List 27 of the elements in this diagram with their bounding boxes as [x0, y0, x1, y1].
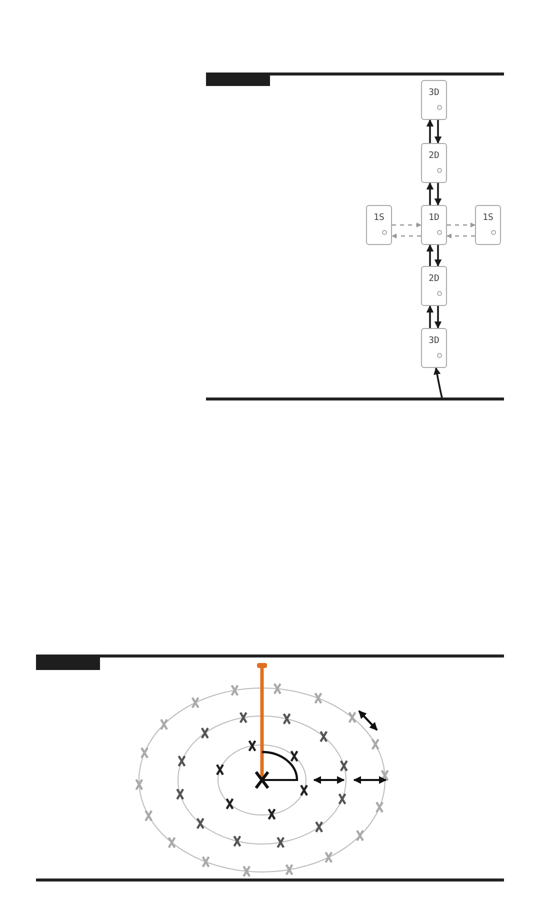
device-card	[421, 143, 447, 183]
device-card	[421, 80, 447, 120]
device-label: 3D	[428, 336, 440, 346]
device-card	[421, 266, 447, 306]
arrow	[434, 120, 442, 144]
arrow	[391, 233, 421, 239]
device-card	[421, 328, 447, 368]
arrow	[426, 119, 434, 143]
arrow	[392, 222, 422, 228]
device-label: 1D	[428, 213, 440, 223]
arrow	[446, 233, 475, 239]
arrow	[447, 222, 476, 228]
device-card	[366, 205, 392, 245]
device-label: 1S	[372, 213, 386, 223]
arrow	[426, 182, 434, 205]
device-label: 2D	[428, 151, 440, 161]
device-label: 1S	[482, 213, 494, 223]
arrow	[426, 244, 434, 266]
arrow	[426, 305, 434, 328]
arrow	[434, 306, 442, 329]
device-card	[421, 205, 447, 245]
device-label: 2D	[428, 274, 440, 284]
device-card	[475, 205, 501, 245]
arrow	[434, 245, 442, 267]
arrow	[434, 367, 443, 398]
device-label: 3D	[428, 88, 440, 98]
arrow	[434, 183, 442, 206]
